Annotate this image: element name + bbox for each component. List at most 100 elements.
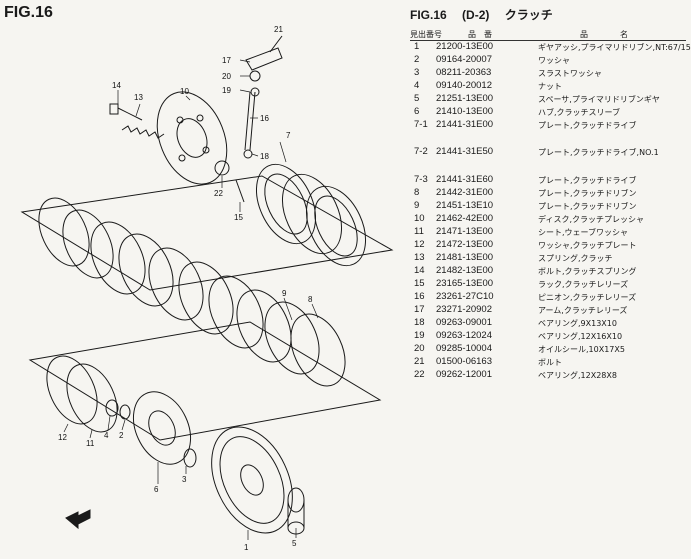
callout-21: 21 (274, 25, 283, 34)
release-bolt (269, 35, 283, 53)
part-description: ナット (538, 82, 562, 91)
part-description: ベアリング,12X16X10 (538, 332, 623, 341)
figure-title: FIG.16 (4, 4, 53, 21)
ref-number: 7-2 (414, 146, 428, 157)
bearing-19 (250, 87, 260, 97)
part-description: プレート,クラッチドリブン (538, 189, 637, 198)
ref-number: 13 (414, 252, 425, 263)
bearing-20 (249, 70, 261, 82)
part-number: 21200-13E00 (436, 41, 494, 52)
callout-6: 6 (154, 485, 159, 494)
parts-column-headers: 見出番号 品 番 品 名 (410, 28, 686, 41)
parts-assembly-name: クラッチ (504, 8, 553, 22)
part-number: 21441-31E60 (436, 174, 494, 185)
part-description: スペーサ,プライマリドリブンギヤ (538, 95, 660, 104)
part-number: 09263-12024 (436, 330, 492, 341)
callout-2: 2 (119, 431, 124, 440)
part-number: 21441-31E50 (436, 146, 494, 157)
part-number: 21251-13E00 (436, 93, 494, 104)
part-number: 09285-10004 (436, 343, 492, 354)
parts-code: (D-2) (462, 8, 490, 22)
ref-number: 7-3 (414, 174, 428, 185)
ref-number: 8 (414, 187, 420, 198)
part-number: 21441-31E00 (436, 119, 494, 130)
part-number: 21482-13E00 (436, 265, 494, 276)
callout-4: 4 (104, 431, 109, 440)
callout-10: 10 (180, 87, 189, 96)
part-description: ラック,クラッチレリーズ (538, 280, 629, 289)
part-number: 09262-12001 (436, 369, 492, 380)
part-description: スラストワッシャ (538, 69, 602, 78)
wave-washer-seat (66, 363, 118, 433)
part-number: 09140-20012 (436, 80, 492, 91)
primary-driven-gear (211, 426, 293, 534)
release-arm (245, 47, 283, 71)
part-description: ピニオン,クラッチレリーズ (538, 293, 637, 302)
part-description: ディスク,クラッチプレッシャ (538, 215, 644, 224)
callout-22: 22 (214, 189, 223, 198)
table-row: 5 21251-13E00 スペーサ,プライマリドリブンギヤ (410, 93, 691, 106)
spring-bolt (109, 103, 143, 121)
ref-number: 6 (414, 106, 420, 117)
part-number: 21410-13E00 (436, 106, 494, 117)
ref-number: 14 (414, 265, 425, 276)
part-description: プレート,クラッチドライブ,NO.1 (538, 148, 659, 157)
part-description: オイルシール,10X17X5 (538, 345, 625, 354)
part-number: 23165-13E00 (436, 278, 494, 289)
parts-fig-label: FIG.16 (410, 8, 447, 22)
part-number: 01500-06163 (436, 356, 492, 367)
ref-number: 12 (414, 239, 425, 250)
part-description: スプリング,クラッチ (538, 254, 613, 263)
callout-17: 17 (222, 56, 231, 65)
ref-number: 16 (414, 291, 425, 302)
part-number: 21442-31E00 (436, 187, 494, 198)
part-number: 08211-20363 (436, 67, 492, 78)
callout-7: 7 (286, 131, 291, 140)
ref-number: 5 (414, 93, 420, 104)
part-number: 21462-42E00 (436, 213, 494, 224)
thrust-washer (183, 448, 197, 468)
pressure-disc (156, 91, 228, 185)
part-number: 21451-13E10 (436, 200, 494, 211)
ref-number: 3 (414, 67, 420, 78)
callout-15: 15 (234, 213, 243, 222)
ref-number: 21 (414, 356, 425, 367)
ref-number: 2 (414, 54, 420, 65)
callout-8: 8 (308, 295, 313, 304)
part-description: アーム,クラッチレリーズ (538, 306, 628, 315)
bearing-18 (243, 149, 253, 159)
clutch-plate-stack (38, 197, 346, 387)
ref-number: 22 (414, 369, 425, 380)
ref-number: 11 (414, 226, 424, 237)
part-description: ギヤアッシ,プライマリドリブン,NT:67/15 (538, 43, 691, 52)
callout-18: 18 (260, 152, 269, 161)
ref-number: 19 (414, 330, 425, 341)
part-number: 21471-13E00 (436, 226, 494, 237)
callout-16: 16 (260, 114, 269, 123)
part-description: シート,ウェーブワッシャ (538, 228, 629, 237)
table-row: 3 08211-20363 スラストワッシャ (410, 67, 691, 80)
drive-plate-2 (305, 185, 367, 267)
nut (105, 399, 119, 417)
callout-12: 12 (58, 433, 67, 442)
part-number: 09164-20007 (436, 54, 492, 65)
driven-plate-top (281, 173, 343, 255)
washer (119, 404, 131, 420)
clutch-exploded-diagram: 1 2 3 4 5 6 7 8 9 10 11 12 13 14 15 16 1… (20, 25, 394, 552)
